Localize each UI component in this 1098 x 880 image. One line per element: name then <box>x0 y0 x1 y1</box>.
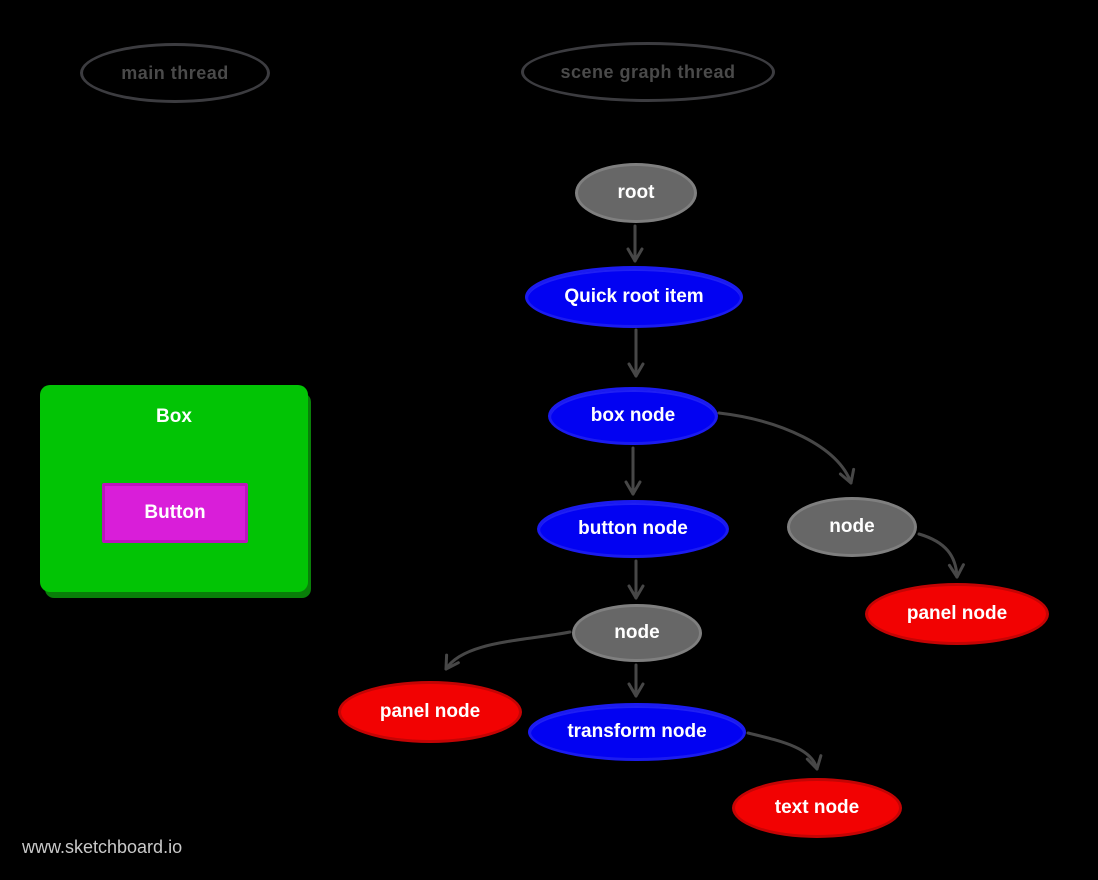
node-label: node <box>829 516 875 537</box>
node-box-node[interactable]: box node <box>548 387 718 445</box>
node-quick-root-item[interactable]: Quick root item <box>525 266 743 328</box>
node-node-left[interactable]: node <box>572 604 702 662</box>
edge-node-left-panel-node-left[interactable] <box>444 630 572 671</box>
node-panel-node-right[interactable]: panel node <box>865 583 1049 645</box>
node-label: transform node <box>567 721 707 742</box>
box-label: Box <box>156 406 192 427</box>
thread-ellipse-scene-graph[interactable]: scene graph thread <box>521 42 775 102</box>
edge-transform-node-text-node[interactable] <box>746 731 823 771</box>
node-label: node <box>614 622 660 643</box>
node-label: button node <box>578 518 688 539</box>
button-shape[interactable]: Button <box>102 483 248 543</box>
box-shape[interactable]: Box Button <box>40 385 308 592</box>
node-button-node[interactable]: button node <box>537 500 729 558</box>
thread-label-main: main thread <box>121 62 229 83</box>
thread-ellipse-main[interactable]: main thread <box>80 43 270 103</box>
node-label: panel node <box>906 603 1008 624</box>
node-label: text node <box>774 797 860 818</box>
node-panel-node-left[interactable]: panel node <box>338 681 522 743</box>
node-transform-node[interactable]: transform node <box>528 703 746 761</box>
node-label: Quick root item <box>564 286 704 307</box>
button-label: Button <box>144 502 206 523</box>
node-text-node[interactable]: text node <box>732 778 902 838</box>
node-label: root <box>617 182 655 203</box>
node-root[interactable]: root <box>575 163 697 223</box>
node-label: panel node <box>379 701 481 722</box>
edge-node-right-panel-node-right[interactable] <box>917 532 965 579</box>
node-label: box node <box>590 405 676 426</box>
edge-box-node-node-right[interactable] <box>717 411 856 485</box>
sketchboard-watermark: www.sketchboard.io <box>22 837 183 857</box>
thread-label-scene-graph: scene graph thread <box>560 61 736 82</box>
node-node-right[interactable]: node <box>787 497 917 557</box>
